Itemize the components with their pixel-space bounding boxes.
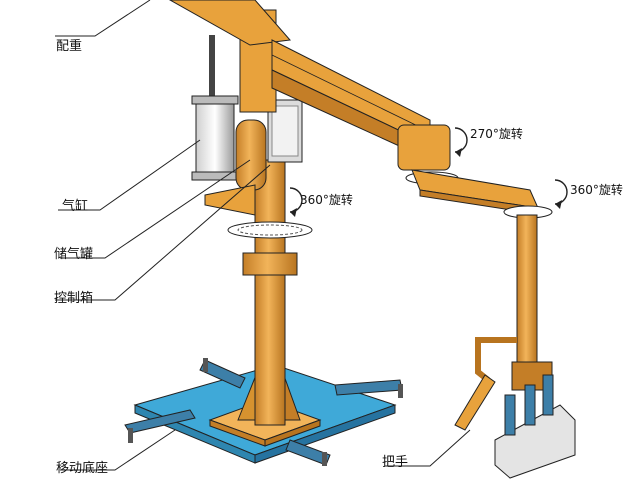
label-control-box: 控制箱: [54, 291, 94, 306]
forearm: [411, 169, 553, 219]
column: [227, 159, 313, 426]
label-cylinder: 气缸: [62, 199, 89, 214]
mobile-base: [124, 358, 403, 466]
main-arm: [168, 0, 431, 161]
label-mobile-base: 移动底座: [56, 461, 109, 476]
rotation-arrows: [289, 127, 568, 217]
label-handle: 把手: [382, 455, 409, 470]
gripper: [494, 374, 576, 479]
rotation-label-tool-joint: 360°旋转: [570, 183, 623, 197]
label-counterweight: 配重: [56, 39, 83, 54]
air-tank: [235, 119, 267, 191]
tool-arm: [454, 214, 553, 431]
label-air-tank: 储气罐: [54, 247, 94, 262]
cylinder: [191, 35, 239, 181]
rotation-label-column: 360°旋转: [300, 193, 353, 207]
leader-lines: [55, 0, 471, 471]
rotation-label-arm-joint: 270°旋转: [470, 127, 523, 141]
